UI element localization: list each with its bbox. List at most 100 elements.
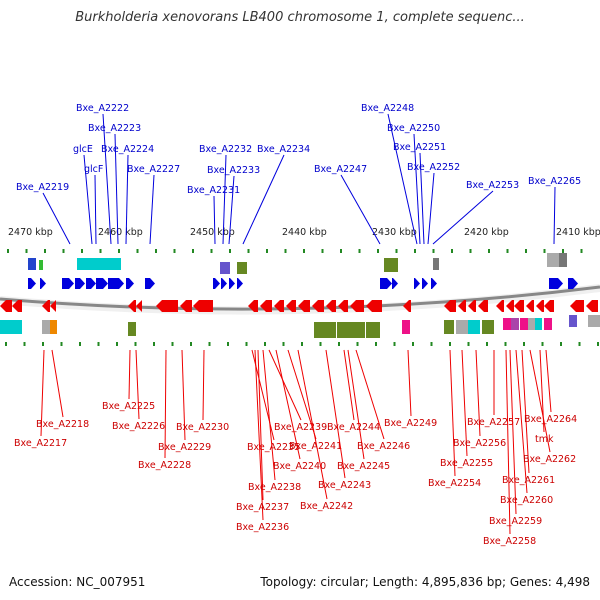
gene-label-bxe_a2250[interactable]: Bxe_A2250 <box>387 123 440 134</box>
reverse-gene[interactable] <box>458 300 466 312</box>
reverse-gene[interactable] <box>136 300 142 312</box>
gene-label-bxe_a2258[interactable]: Bxe_A2258 <box>483 536 536 547</box>
reverse-gene[interactable] <box>193 300 213 312</box>
reverse-gene[interactable] <box>12 300 22 312</box>
gene-label-bxe_a2231[interactable]: Bxe_A2231 <box>187 185 240 196</box>
reverse-gene[interactable] <box>128 300 136 312</box>
gene-label-bxe_a2253[interactable]: Bxe_A2253 <box>466 180 519 191</box>
feature-box[interactable] <box>511 318 519 330</box>
reverse-gene[interactable] <box>444 300 456 312</box>
ruler-label[interactable]: 2470 kbp <box>8 227 53 238</box>
gene-label-bxe_a2259[interactable]: Bxe_A2259 <box>489 516 542 527</box>
reverse-gene[interactable] <box>0 300 12 312</box>
forward-gene[interactable] <box>62 278 74 289</box>
gene-label-bxe_a2254[interactable]: Bxe_A2254 <box>428 478 481 489</box>
gene-label-bxe_a2249[interactable]: Bxe_A2249 <box>384 418 437 429</box>
feature-box[interactable] <box>528 318 536 330</box>
gene-label-bxe_a2222[interactable]: Bxe_A2222 <box>76 103 129 114</box>
reverse-gene[interactable] <box>312 300 324 312</box>
feature-box[interactable] <box>50 320 57 334</box>
gene-label-bxe_a2246[interactable]: Bxe_A2246 <box>357 441 410 452</box>
reverse-gene[interactable] <box>260 300 272 312</box>
reverse-gene[interactable] <box>156 300 178 312</box>
feature-box[interactable] <box>544 318 552 330</box>
forward-gene[interactable] <box>28 278 36 289</box>
forward-gene[interactable] <box>422 278 428 289</box>
gene-label-bxe_a2229[interactable]: Bxe_A2229 <box>158 442 211 453</box>
gene-label-bxe_a2261[interactable]: Bxe_A2261 <box>502 475 555 486</box>
feature-box[interactable] <box>220 262 230 274</box>
gene-label-bxe_a2264[interactable]: Bxe_A2264 <box>524 414 577 425</box>
gene-label-bxe_a2235[interactable]: Bxe_A2235 <box>247 442 300 453</box>
feature-box[interactable] <box>588 315 600 327</box>
feature-box[interactable] <box>128 322 136 336</box>
gene-label-bxe_a2227[interactable]: Bxe_A2227 <box>127 164 180 175</box>
feature-box[interactable] <box>535 318 542 330</box>
gene-label-bxe_a2262[interactable]: Bxe_A2262 <box>523 454 576 465</box>
ruler-label[interactable]: 2420 kbp <box>464 227 509 238</box>
reverse-gene[interactable] <box>326 300 336 312</box>
feature-box[interactable] <box>503 318 511 330</box>
gene-label-bxe_a2239[interactable]: Bxe_A2239 <box>274 422 327 433</box>
forward-gene[interactable] <box>213 278 220 289</box>
feature-box[interactable] <box>99 258 121 270</box>
forward-gene[interactable] <box>549 278 563 289</box>
gene-label-bxe_a2232[interactable]: Bxe_A2232 <box>199 144 252 155</box>
reverse-gene[interactable] <box>514 300 524 312</box>
forward-gene[interactable] <box>380 278 392 289</box>
gene-label-bxe_a2240[interactable]: Bxe_A2240 <box>273 461 326 472</box>
reverse-gene[interactable] <box>286 300 296 312</box>
feature-box[interactable] <box>444 320 454 334</box>
reverse-gene[interactable] <box>180 300 192 312</box>
forward-gene[interactable] <box>126 278 134 289</box>
gene-label-bxe_a2245[interactable]: Bxe_A2245 <box>337 461 390 472</box>
ruler-label[interactable]: 2450 kbp <box>190 227 235 238</box>
forward-gene[interactable] <box>86 278 96 289</box>
gene-label-bxe_a2238[interactable]: Bxe_A2238 <box>248 482 301 493</box>
gene-label-bxe_a2251[interactable]: Bxe_A2251 <box>393 142 446 153</box>
gene-label-bxe_a2243[interactable]: Bxe_A2243 <box>318 480 371 491</box>
gene-label-bxe_a2234[interactable]: Bxe_A2234 <box>257 144 310 155</box>
feature-box[interactable] <box>569 315 577 327</box>
forward-gene[interactable] <box>414 278 420 289</box>
reverse-gene[interactable] <box>298 300 310 312</box>
feature-box[interactable] <box>237 262 247 274</box>
forward-gene[interactable] <box>431 278 437 289</box>
reverse-gene[interactable] <box>526 300 534 312</box>
forward-gene[interactable] <box>75 278 85 289</box>
feature-box[interactable] <box>468 320 480 334</box>
feature-box[interactable] <box>366 322 380 338</box>
reverse-gene[interactable] <box>50 300 56 312</box>
forward-gene[interactable] <box>40 278 46 289</box>
forward-gene[interactable] <box>568 278 578 289</box>
gene-label-bxe_a2242[interactable]: Bxe_A2242 <box>300 501 353 512</box>
gene-label-bxe_a2219[interactable]: Bxe_A2219 <box>16 182 69 193</box>
forward-gene[interactable] <box>237 278 243 289</box>
gene-label-glcf[interactable]: glcF <box>84 164 103 175</box>
gene-label-bxe_a2248[interactable]: Bxe_A2248 <box>361 103 414 114</box>
gene-label-glce[interactable]: glcE <box>73 144 93 155</box>
gene-label-bxe_a2241[interactable]: Bxe_A2241 <box>289 441 342 452</box>
reverse-gene[interactable] <box>496 300 504 312</box>
feature-box[interactable] <box>28 258 36 270</box>
forward-gene[interactable] <box>145 278 155 289</box>
gene-label-bxe_a2260[interactable]: Bxe_A2260 <box>500 495 553 506</box>
gene-label-bxe_a2223[interactable]: Bxe_A2223 <box>88 123 141 134</box>
feature-box[interactable] <box>482 320 494 334</box>
reverse-gene[interactable] <box>403 300 411 312</box>
reverse-gene[interactable] <box>586 300 598 312</box>
gene-label-bxe_a2233[interactable]: Bxe_A2233 <box>207 165 260 176</box>
ruler-label[interactable]: 2460 kbp <box>98 227 143 238</box>
gene-label-bxe_a2247[interactable]: Bxe_A2247 <box>314 164 367 175</box>
forward-gene[interactable] <box>392 278 398 289</box>
reverse-gene[interactable] <box>544 300 554 312</box>
reverse-gene[interactable] <box>570 300 584 312</box>
gene-label-bxe_a2252[interactable]: Bxe_A2252 <box>407 162 460 173</box>
reverse-gene[interactable] <box>350 300 364 312</box>
feature-box[interactable] <box>547 253 559 267</box>
gene-label-bxe_a2255[interactable]: Bxe_A2255 <box>440 458 493 469</box>
gene-label-bxe_a2217[interactable]: Bxe_A2217 <box>14 438 67 449</box>
feature-box[interactable] <box>384 258 398 272</box>
reverse-gene[interactable] <box>468 300 476 312</box>
